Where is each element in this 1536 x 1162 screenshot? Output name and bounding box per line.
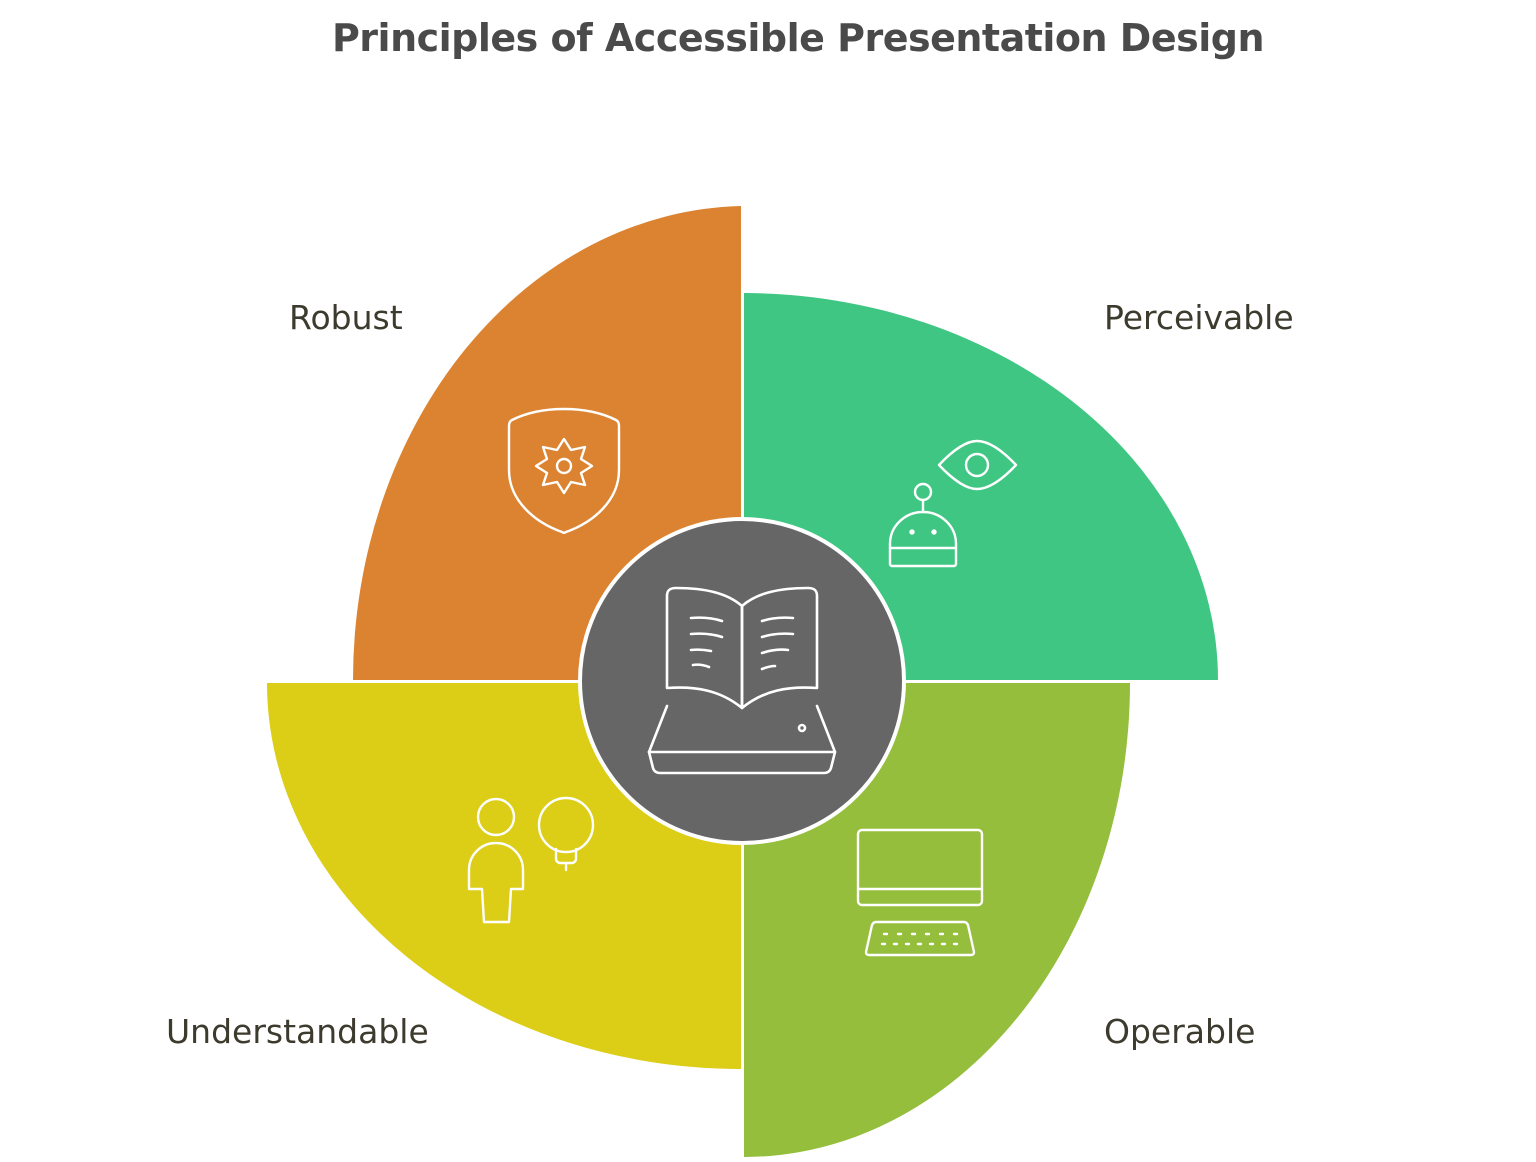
open-book-on-laptop-icon [647,586,837,775]
eye-and-robot-icon [888,439,1018,568]
diagram-title: Principles of Accessible Presentation De… [331,16,1265,60]
segment-label-operable: Operable [1104,1012,1256,1051]
segment-label-understandable: Understandable [166,1012,429,1051]
shield-gear-icon [507,407,621,534]
segment-label-robust: Robust [289,298,403,337]
segment-label-perceivable: Perceivable [1104,298,1294,337]
computer-and-keyboard-icon [856,828,984,957]
person-with-lightbulb-icon [467,796,595,924]
